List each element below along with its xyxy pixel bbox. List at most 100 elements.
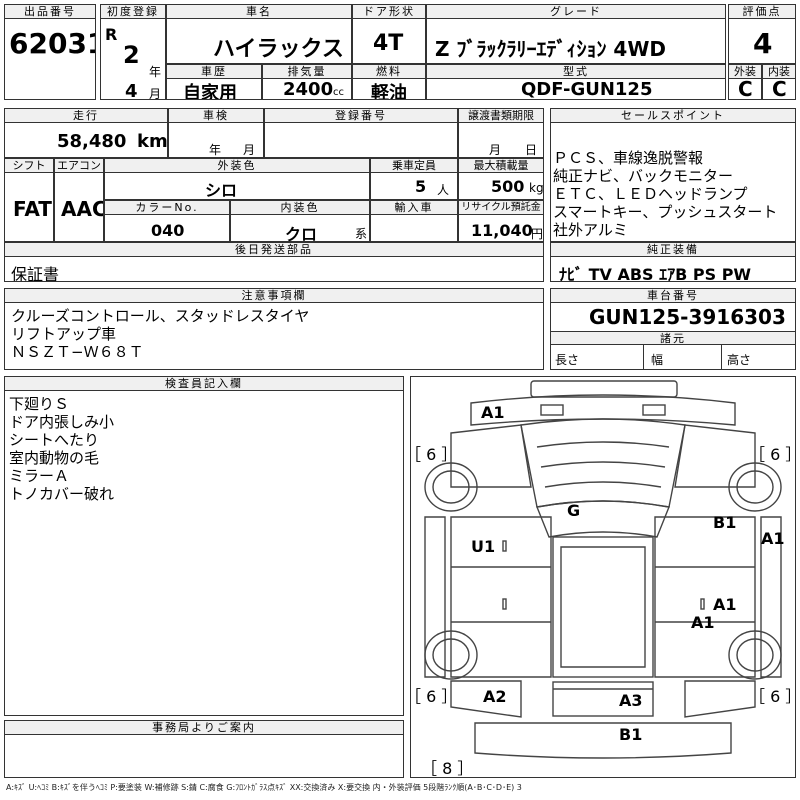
fuel-box: 燃料 軽油 [352, 64, 426, 100]
int-color-box: 内装色 クロ 系 [230, 200, 370, 242]
inspection-label: 車検 [169, 109, 263, 123]
score-value: 4 [753, 27, 773, 60]
tire-depth-fl: ［ 6 ］ [410, 445, 458, 464]
fuel-value: 軽油 [371, 83, 407, 100]
recycle-label: リサイクル預託金 [459, 201, 543, 215]
chassis-label: 車台番号 [551, 289, 795, 303]
insp-year-unit: 年 [209, 143, 222, 157]
transfer-box: 譲渡書類期限 月 日 [458, 108, 544, 158]
shift-box: シフト FAT [4, 158, 54, 242]
damage-mark: A1 [691, 613, 715, 632]
office-label: 事務局よりご案内 [5, 721, 403, 735]
lot-label: 出品番号 [5, 5, 95, 19]
capacity-value: 5 [415, 177, 427, 196]
year-unit: 年 [149, 65, 162, 79]
damage-mark: A1 [713, 595, 737, 614]
parts-label: 後日発送部品 [5, 243, 543, 257]
load-unit: kg [529, 181, 544, 195]
int-grade-value: C [772, 77, 787, 100]
damage-mark: A1 [761, 529, 785, 548]
int-color-label: 内装色 [231, 201, 369, 215]
era: R [105, 25, 118, 44]
sales-point-line: ＥＴＣ、ＬＥＤヘッドランプ [553, 185, 748, 203]
mileage-label: 走行 [5, 109, 167, 123]
int-color-value: クロ [285, 225, 318, 242]
color-box: 外装色 シロ [104, 158, 370, 200]
load-value: 500 [491, 177, 525, 196]
door-label: ドア形状 [353, 5, 425, 19]
note-line: クルーズコントロール、スタッドレスタイヤ [11, 307, 310, 325]
tire-depth-fr: ［ 6 ］ [749, 445, 795, 464]
month-unit: 月 [149, 87, 162, 100]
spec-divider [721, 345, 722, 369]
score-box: 評価点 4 [728, 4, 796, 64]
car-name-box: 車名 ハイラックス [166, 4, 352, 64]
car-diagram [424, 380, 782, 759]
reg-box: 登録番号 [264, 108, 458, 158]
displacement-value: 2400 [283, 79, 334, 100]
damage-mark: B1 [619, 725, 643, 744]
model-label: 型式 [427, 65, 725, 79]
year-num: 2 [123, 41, 140, 69]
car-diagram-box: A1 G B1 U1 A1 A1 A1 A2 A3 B1 ［ 6 ］ ［ 6 ］… [410, 376, 796, 778]
month-num: 4 [125, 81, 138, 100]
parts-box: 後日発送部品 保証書 [4, 242, 544, 282]
car-name-label: 車名 [167, 5, 351, 19]
chassis-box: 車台番号 GUN125-3916303 諸元 長さ 幅 高さ [550, 288, 796, 370]
capacity-unit: 人 [437, 183, 450, 197]
spec-height: 高さ [727, 353, 752, 367]
car-name: ハイラックス [213, 37, 344, 62]
import-box: 輸入車 [370, 200, 458, 242]
damage-mark: A1 [481, 403, 505, 422]
int-color-unit: 系 [355, 227, 368, 241]
inspector-line: トノカバー破れ [9, 485, 115, 503]
chassis-number: GUN125-3916303 [589, 305, 786, 329]
parts-value: 保証書 [11, 265, 60, 282]
notes-box: 注意事項欄 クルーズコントロール、スタッドレスタイヤ リフトアップ車 ＮＳＺＴ−… [4, 288, 544, 370]
damage-mark: U1 [471, 537, 496, 556]
door-value: 4T [373, 31, 404, 56]
notes-list: クルーズコントロール、スタッドレスタイヤ リフトアップ車 ＮＳＺＴ−Ｗ６８Ｔ [11, 307, 309, 361]
shift-value: FAT [13, 197, 52, 221]
capacity-box: 乗車定員 5 人 [370, 158, 458, 200]
transfer-label: 譲渡書類期限 [459, 109, 543, 123]
displacement-label: 排気量 [263, 65, 351, 79]
load-box: 最大積載量 500 kg [458, 158, 544, 200]
history-box: 車歴 自家用 [166, 64, 262, 100]
inspector-label: 検査員記入欄 [5, 377, 403, 391]
sales-points-box: セールスポイント ＰＣＳ、車線逸脱警報 純正ナビ、バックモニター ＥＴＣ、ＬＥＤ… [550, 108, 796, 242]
reg-label: 登録番号 [265, 109, 457, 123]
damage-mark: G [567, 501, 581, 520]
spec-divider [643, 345, 644, 369]
note-line: リフトアップ車 [11, 325, 117, 343]
shift-label: シフト [5, 159, 53, 173]
transfer-day: 日 [525, 143, 538, 157]
grade-box: グレード Z ﾌﾞﾗｯｸﾗﾘｰｴﾃﾞｨｼｮﾝ 4WD [426, 4, 726, 64]
history-value: 自家用 [183, 83, 237, 100]
sales-point-line: ＰＣＳ、車線逸脱警報 [553, 149, 704, 167]
history-label: 車歴 [167, 65, 261, 79]
damage-mark: A2 [483, 687, 507, 706]
sales-point-line: スマートキー、プッシュスタート [553, 203, 778, 221]
load-label: 最大積載量 [459, 159, 543, 173]
sales-point-line: 純正ナビ、バックモニター [553, 167, 734, 185]
color-no-label: カラーNo. [105, 201, 229, 215]
ac-box: エアコン AAC [54, 158, 104, 242]
equipment-box: 純正装備 ﾅﾋﾞ TV ABS ｴｱB PS PW [550, 242, 796, 282]
capacity-label: 乗車定員 [371, 159, 457, 173]
grade-label: グレード [427, 5, 725, 19]
recycle-unit: 円 [531, 227, 544, 241]
inspector-line: 下廻りＳ [9, 395, 70, 413]
sales-points-label: セールスポイント [551, 109, 795, 123]
spare-tire-depth: ［ 8 ］ [421, 759, 474, 778]
notes-label: 注意事項欄 [5, 289, 543, 303]
office-box: 事務局よりご案内 [4, 720, 404, 778]
recycle-box: リサイクル預託金 11,040 円 [458, 200, 544, 242]
displacement-unit: cc [333, 87, 344, 98]
inspection-box: 車検 年 月 [168, 108, 264, 158]
sales-point-line: 社外アルミ [553, 221, 628, 239]
sales-points-list: ＰＣＳ、車線逸脱警報 純正ナビ、バックモニター ＥＴＣ、ＬＥＤヘッドランプ スマ… [553, 149, 777, 239]
import-label: 輸入車 [371, 201, 457, 215]
ext-grade-label: 外装 [729, 65, 761, 79]
legend: A:ｷｽﾞ U:ﾍｺﾐ B:ｷｽﾞを伴うﾍｺﾐ P:要塗装 W:補修跡 S:錆 … [6, 783, 522, 792]
